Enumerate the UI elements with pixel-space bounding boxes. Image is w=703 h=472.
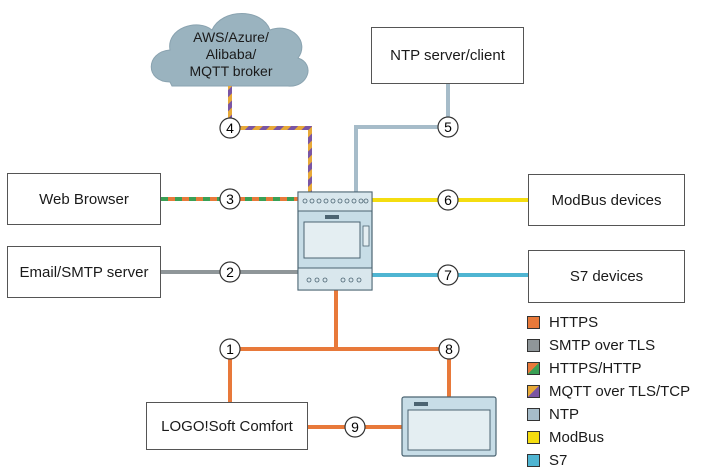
cloud-shape [150,13,309,87]
cloud-label-line-3: MQTT broker [189,63,273,79]
connection-marker-5: 5 [437,116,459,138]
connection-number-8: 8 [445,341,453,357]
legend-item-modbus: ModBus [527,426,690,449]
logo-controller [297,191,373,291]
hmi-panel [401,396,497,457]
logosoft-comfort-node: LOGO!Soft Comfort [146,402,308,450]
cloud-label: AWS/Azure/ Alibaba/ MQTT broker [176,29,286,80]
connection-marker-8: 8 [438,338,460,360]
legend-label-modbus: ModBus [549,429,605,446]
legend-item-s7: S7 [527,449,690,472]
legend-item-https-http: HTTPS/HTTP [527,357,690,380]
legend-item-https: HTTPS [527,311,690,334]
legend-swatch-https-http [527,362,540,375]
connection-number-3: 3 [226,191,234,207]
line-https-branch-1 [228,347,336,402]
legend-swatch-https [527,316,540,329]
s7-devices-node: S7 devices [528,250,685,303]
line-ntp [354,84,450,192]
legend-swatch-smtp [527,339,540,352]
legend-swatch-modbus [527,431,540,444]
connection-marker-4: 4 [219,117,241,139]
connection-marker-9: 9 [344,416,366,438]
legend-label-s7: S7 [549,452,568,469]
legend-label-https: HTTPS [549,314,599,331]
web-browser-node: Web Browser [7,173,161,225]
legend-label-ntp: NTP [549,406,579,423]
connection-marker-7: 7 [437,264,459,286]
modbus-devices-node: ModBus devices [528,174,685,226]
legend-swatch-s7 [527,454,540,467]
legend-swatch-mqtt [527,385,540,398]
connection-number-9: 9 [351,419,359,435]
connection-number-6: 6 [444,192,452,208]
line-mqtt [228,86,312,192]
connection-number-5: 5 [444,119,452,135]
legend-item-smtp: SMTP over TLS [527,334,690,357]
email-smtp-node: Email/SMTP server [7,246,161,298]
connection-number-7: 7 [444,267,452,283]
connection-number-1: 1 [226,341,234,357]
legend-item-ntp: NTP [527,403,690,426]
connection-marker-1: 1 [219,338,241,360]
line-https-branch-8 [336,347,451,397]
ntp-node: NTP server/client [371,27,524,84]
legend-label-smtp: SMTP over TLS [549,337,656,354]
legend-label-https-http: HTTPS/HTTP [549,360,642,377]
connection-marker-6: 6 [437,189,459,211]
legend: HTTPS SMTP over TLS HTTPS/HTTP MQTT over… [527,311,690,472]
legend-item-mqtt: MQTT over TLS/TCP [527,380,690,403]
cloud-label-line-2: Alibaba/ [205,46,257,62]
legend-label-mqtt: MQTT over TLS/TCP [549,383,691,400]
connection-number-4: 4 [226,120,234,136]
connection-marker-2: 2 [219,261,241,283]
legend-swatch-ntp [527,408,540,421]
connection-marker-3: 3 [219,188,241,210]
connection-number-2: 2 [226,264,234,280]
cloud-label-line-1: AWS/Azure/ [193,29,269,45]
